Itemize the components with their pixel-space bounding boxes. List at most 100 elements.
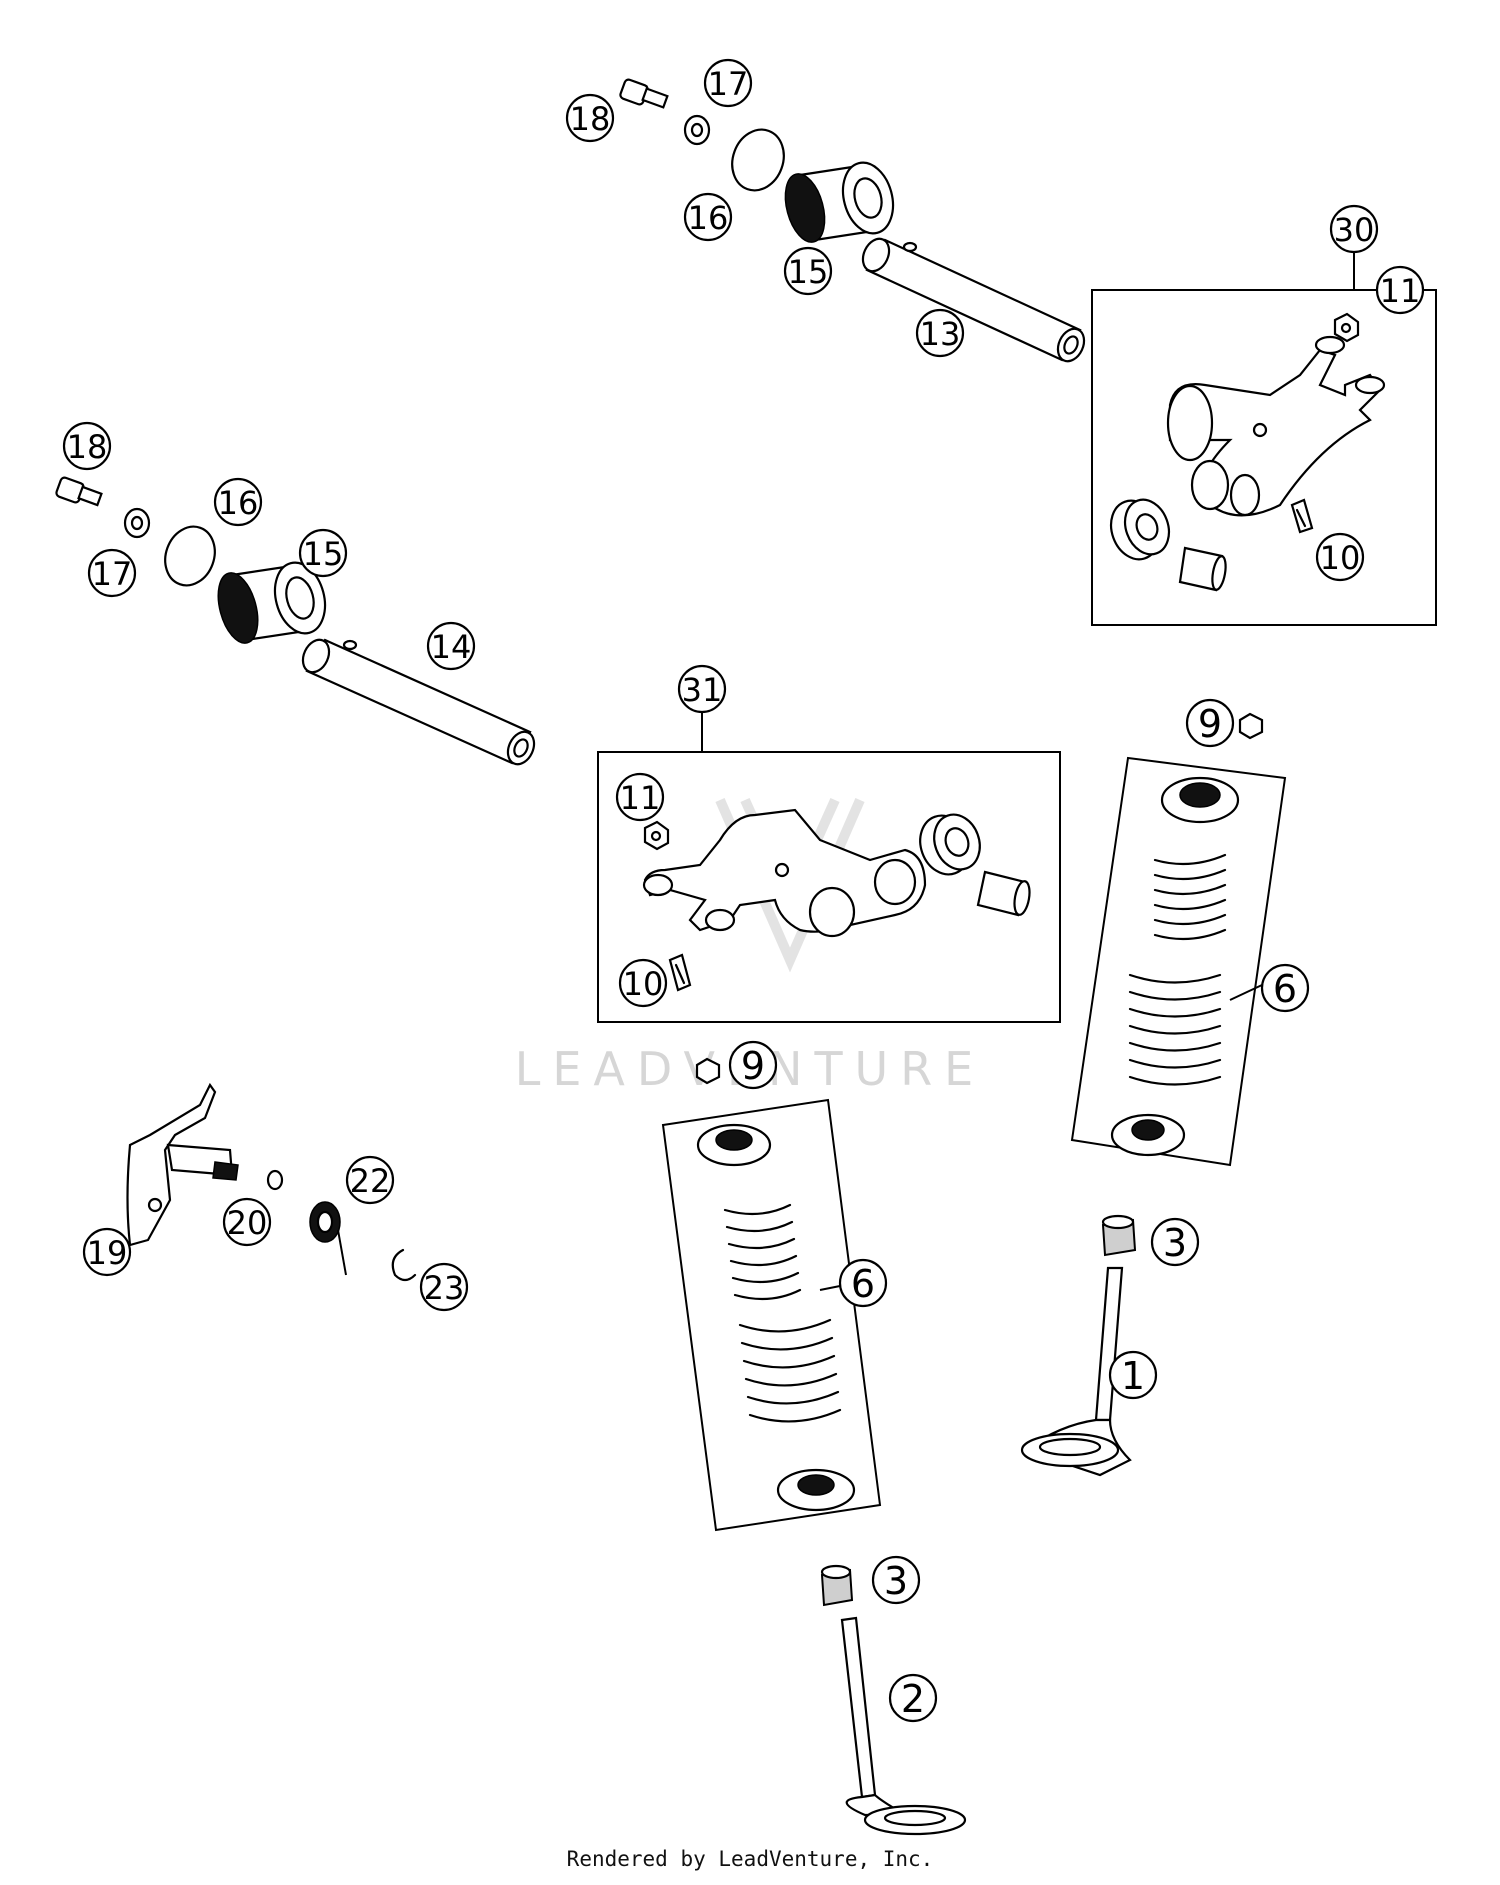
callout-17-top[interactable]: 17 [703, 58, 753, 108]
valve-spring-box-upper [1070, 756, 1287, 1167]
svg-text:16: 16 [688, 199, 729, 237]
washer-17-top [683, 114, 711, 146]
spring-retainer-upper [1160, 776, 1240, 824]
svg-text:6: 6 [1273, 967, 1297, 1011]
callout-11-top[interactable]: 11 [1375, 265, 1425, 315]
svg-text:14: 14 [431, 628, 472, 666]
spring-pin-10-box31 [668, 953, 692, 992]
callout-30[interactable]: 30 [1329, 204, 1379, 254]
bushing-15-top [784, 161, 895, 243]
callout-23[interactable]: 23 [419, 1262, 469, 1312]
rocker-shaft-13 [861, 237, 1086, 363]
svg-text:23: 23 [424, 1269, 465, 1307]
svg-text:10: 10 [623, 965, 664, 1003]
callout-10-mid[interactable]: 10 [618, 958, 668, 1008]
callout-2[interactable]: 2 [888, 1673, 938, 1723]
callout-31[interactable]: 31 [677, 664, 727, 714]
spring-seat-lower [776, 1468, 856, 1512]
spring-pin-10-box30 [1290, 498, 1314, 534]
svg-text:18: 18 [570, 100, 611, 138]
outer-spring-upper [1128, 973, 1222, 1086]
callout-20[interactable]: 20 [222, 1197, 272, 1247]
callout-11-mid[interactable]: 11 [615, 772, 665, 822]
bolt-18-top [619, 78, 669, 109]
nut-9-upper [1238, 712, 1264, 740]
svg-text:22: 22 [350, 1162, 391, 1200]
svg-text:6: 6 [851, 1262, 875, 1306]
spring-retainer-lower [696, 1123, 772, 1167]
svg-text:16: 16 [218, 484, 259, 522]
circlip-20 [266, 1169, 284, 1191]
callout-18-top[interactable]: 18 [565, 93, 615, 143]
leader-6-lower [819, 1285, 841, 1291]
rocker-arm-assembly-31-box [597, 751, 1061, 1023]
svg-text:1: 1 [1121, 1354, 1145, 1398]
valve-seal-3-upper [1101, 1214, 1137, 1257]
rocker-arm-box31 [642, 808, 927, 938]
nut-11-box31 [643, 820, 670, 851]
inner-spring-upper [1153, 853, 1227, 941]
callout-9-lower[interactable]: 9 [728, 1040, 778, 1090]
callout-16-top[interactable]: 16 [683, 192, 733, 242]
callout-10-top[interactable]: 10 [1315, 532, 1365, 582]
svg-text:13: 13 [920, 315, 961, 353]
callout-15-left[interactable]: 15 [298, 528, 348, 578]
callout-9-upper[interactable]: 9 [1185, 698, 1235, 748]
svg-text:31: 31 [682, 671, 723, 709]
inner-spring-lower [723, 1203, 802, 1301]
roller-box31 [919, 813, 981, 876]
leader-6-upper [1229, 984, 1263, 1001]
o-ring-16-top [731, 128, 785, 192]
callout-14[interactable]: 14 [426, 621, 476, 671]
callout-6-upper[interactable]: 6 [1260, 963, 1310, 1013]
rocker-arm-assembly-30-box [1091, 289, 1437, 626]
roller-box30 [1109, 498, 1171, 561]
callout-13[interactable]: 13 [915, 308, 965, 358]
o-ring-16-left [164, 525, 216, 587]
lever-19 [126, 1082, 239, 1247]
outer-spring-lower [738, 1318, 842, 1423]
svg-text:3: 3 [1163, 1221, 1187, 1265]
callout-3-upper[interactable]: 3 [1150, 1217, 1200, 1267]
callout-15-top[interactable]: 15 [783, 246, 833, 296]
valve-spring-box-lower [661, 1098, 882, 1532]
callout-1[interactable]: 1 [1108, 1350, 1158, 1400]
svg-text:2: 2 [901, 1677, 925, 1721]
pin-box30 [1178, 546, 1227, 592]
svg-text:17: 17 [708, 65, 749, 103]
callout-22[interactable]: 22 [345, 1155, 395, 1205]
svg-text:9: 9 [741, 1044, 765, 1088]
pin-box31 [976, 870, 1031, 917]
rocker-arm-box30 [1166, 335, 1386, 517]
svg-text:17: 17 [92, 555, 133, 593]
callout-18-left[interactable]: 18 [62, 421, 112, 471]
svg-text:15: 15 [303, 535, 344, 573]
svg-text:30: 30 [1334, 211, 1375, 249]
valve-seal-3-lower [820, 1564, 854, 1607]
svg-text:10: 10 [1320, 539, 1361, 577]
svg-text:15: 15 [788, 253, 829, 291]
valve-1 [1020, 1266, 1132, 1477]
bushing-15-left [217, 561, 327, 644]
nut-11-box30 [1333, 312, 1360, 343]
nut-9-lower [695, 1057, 721, 1085]
callout-17-left[interactable]: 17 [87, 548, 137, 598]
callout-3-lower[interactable]: 3 [871, 1555, 921, 1605]
svg-text:11: 11 [1380, 272, 1421, 310]
valve-2 [840, 1616, 967, 1836]
circlip-23 [391, 1248, 417, 1282]
callout-16-left[interactable]: 16 [213, 477, 263, 527]
svg-text:19: 19 [87, 1234, 128, 1272]
bolt-18-left [55, 476, 103, 507]
footer-credit: Rendered by LeadVenture, Inc. [567, 1847, 934, 1871]
svg-text:20: 20 [227, 1204, 268, 1242]
svg-text:3: 3 [884, 1559, 908, 1603]
svg-text:9: 9 [1198, 702, 1222, 746]
callout-6-lower[interactable]: 6 [838, 1258, 888, 1308]
washer-17-left [123, 507, 151, 539]
callout-19[interactable]: 19 [82, 1227, 132, 1277]
svg-text:18: 18 [67, 428, 108, 466]
spring-22 [309, 1201, 347, 1276]
rocker-shaft-14 [301, 638, 536, 766]
